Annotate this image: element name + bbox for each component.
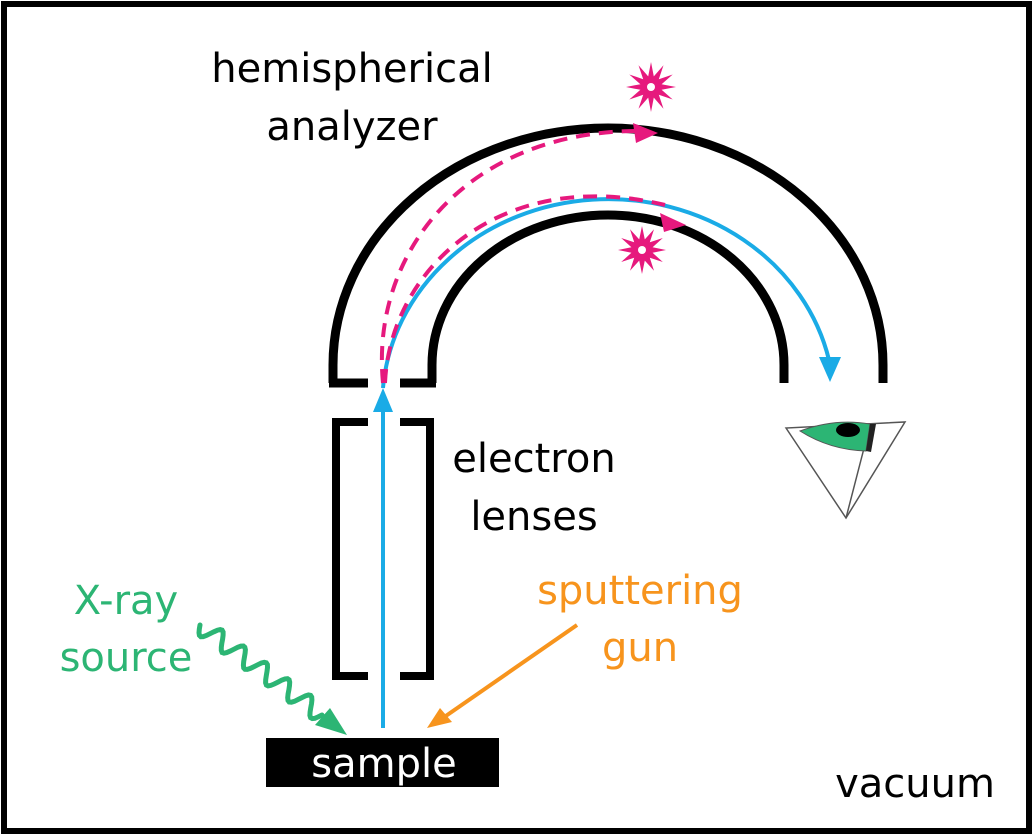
label-xray-line2: source — [60, 635, 193, 681]
eye-detector-icon — [784, 421, 907, 520]
deflected-path-outer — [379, 128, 641, 384]
sputter-arrow-line — [438, 623, 579, 722]
label-lenses-line1: electron — [452, 436, 615, 482]
label-lenses-line2: lenses — [470, 494, 597, 540]
electron-arrowhead-up — [373, 388, 393, 412]
analyzer-outer-hemisphere — [328, 123, 888, 383]
xray-wave — [196, 622, 325, 722]
sample-block — [266, 738, 499, 787]
sputter-arrowhead — [427, 708, 452, 728]
label-sample: sample — [311, 741, 456, 787]
label-analyzer-line1: hemispherical — [211, 46, 492, 92]
deflected-path-inner — [383, 194, 666, 384]
analyzer-inner-hemisphere — [427, 210, 789, 383]
starburst-icon — [626, 62, 676, 112]
label-xray-line1: X-ray — [74, 578, 178, 624]
label-vacuum: vacuum — [835, 761, 995, 807]
label-analyzer-line2: analyzer — [266, 104, 438, 150]
label-sputter-line1: sputtering — [537, 568, 743, 614]
lens-right-bracket — [400, 418, 434, 680]
label-sputter-line2: gun — [602, 625, 678, 671]
lens-left-bracket — [332, 418, 368, 680]
starburst-icon — [618, 226, 666, 274]
deflected-arrowhead-inner — [660, 213, 686, 232]
electron-arrowhead-down — [819, 357, 841, 382]
xray-arrowhead — [315, 708, 347, 735]
deflected-arrowhead-outer — [633, 123, 658, 143]
electron-path-arc — [381, 197, 831, 389]
